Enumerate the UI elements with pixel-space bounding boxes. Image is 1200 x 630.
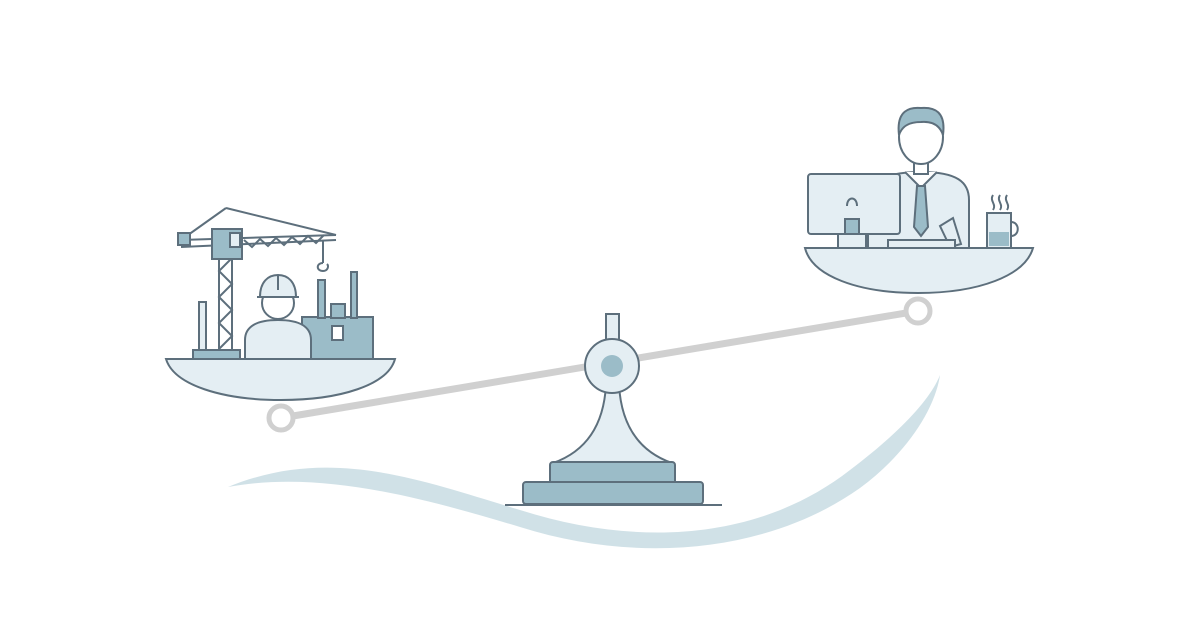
right-pan <box>803 106 1035 295</box>
beam-left-end <box>266 403 296 433</box>
fulcrum-stand <box>505 313 722 506</box>
pivot-core <box>601 355 623 377</box>
beam-right-end <box>903 296 933 326</box>
right-pan-bowl <box>803 247 1035 295</box>
coffee-cup-icon <box>986 194 1019 249</box>
left-pan-bowl <box>164 358 397 402</box>
construction-worker-icon <box>244 273 312 360</box>
left-pan <box>164 207 397 402</box>
factory-icon <box>192 271 374 360</box>
